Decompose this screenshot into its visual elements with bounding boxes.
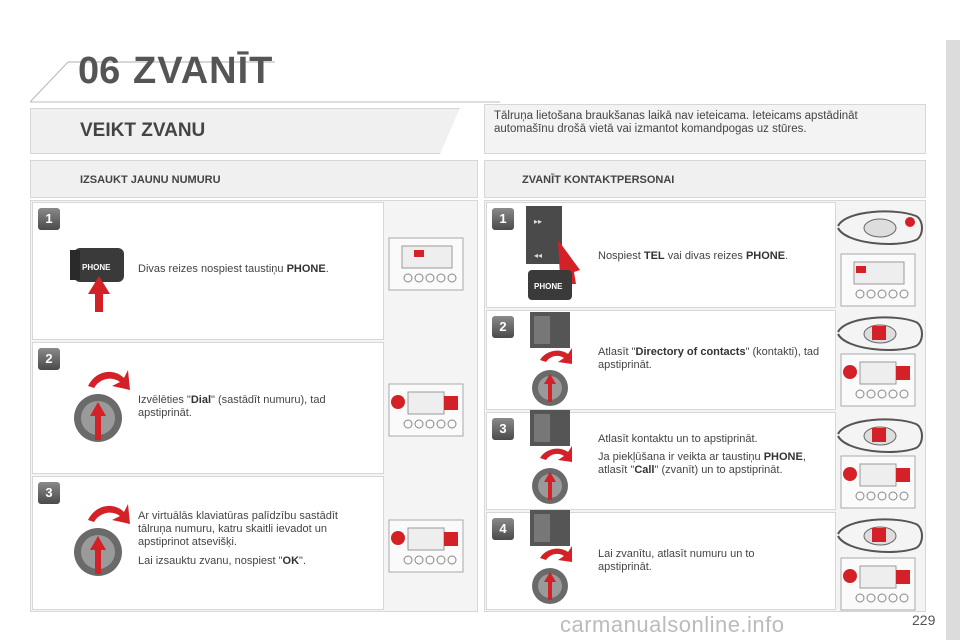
left-step-1-text: Divas reizes nospiest taustiņu PHONE. [138,263,329,275]
radio-unit-icon [388,383,464,437]
watermark: carmanualsonline.info [560,612,785,637]
thumbwheel-knob-illustration [530,312,572,406]
step-badge: 1 [492,208,514,230]
right-step-3-para2: Ja piekļūšana ir veikta ar taustiņu PHON… [598,451,806,476]
left-step-3 [32,476,384,610]
right-step-1-text: Nospiest TEL vai divas reizes PHONE. [598,250,789,262]
right-step-4-text: Lai zvanītu, atlasīt numuru un to apstip… [598,548,755,573]
chapter-title: ZVANĪT [133,50,274,92]
warning-text: Tālruņa lietošana braukšanas laikā nav i… [494,110,858,135]
left-subsection-panel [30,160,478,198]
step-badge: 2 [38,348,60,370]
steering-wheel-icon [837,316,923,351]
svg-text:▸▸: ▸▸ [534,217,542,226]
left-step-3-para1: Ar virtuālās klaviatūras palīdzību sastā… [138,510,338,548]
left-section-panel-cut [440,108,480,154]
subsection-title-contact: ZVANĪT KONTAKTPERSONAI [522,174,675,186]
radio-unit-icon [840,557,916,611]
right-step-3-para1: Atlasīt kontaktu un to apstiprināt. [598,433,758,445]
right-step-2-text: Atlasīt "Directory of contacts" (kontakt… [598,346,820,371]
step-badge: 4 [492,518,514,540]
steering-wheel-icon [837,418,923,453]
left-section-title-panel [30,108,478,154]
chapter-number: 06 [78,50,121,92]
step-badge: 2 [492,316,514,338]
subsection-title-new-number: IZSAUKT JAUNU NUMURU [80,174,221,186]
left-step-3-para2: Lai izsauktu zvanu, nospiest "OK". [138,555,307,567]
radio-unit-icon [840,253,916,307]
chapter-header-lines [30,61,500,103]
thumbwheel-knob-illustration [530,410,572,504]
thumbwheel-knob-illustration [530,510,572,604]
phone-button-illustration [70,248,124,312]
page-number: 229 [912,612,936,628]
radio-unit-icon [388,237,464,291]
right-subsection-panel [484,160,926,198]
warning-panel [484,104,926,154]
rotary-knob-illustration [74,504,130,576]
rotary-knob-illustration [74,370,130,442]
phone-button-label: PHONE [82,263,111,272]
step-badge: 3 [492,418,514,440]
step-badge: 3 [38,482,60,504]
steering-wheel-icon [837,518,923,553]
steering-control-phone-illustration: ▸▸ ◂◂ [526,206,580,300]
page-edge-strip [946,40,960,640]
left-step-2-text: Izvēlēties "Dial" (sastādīt numuru), tad… [138,394,326,419]
radio-unit-icon [840,353,916,407]
step-badge: 1 [38,208,60,230]
radio-unit-icon [840,455,916,509]
section-title: VEIKT ZVANU [80,120,206,141]
radio-unit-icon [388,519,464,573]
svg-text:◂◂: ◂◂ [534,251,542,260]
steering-wheel-icon [837,210,923,245]
phone-button-label: PHONE [534,282,563,291]
